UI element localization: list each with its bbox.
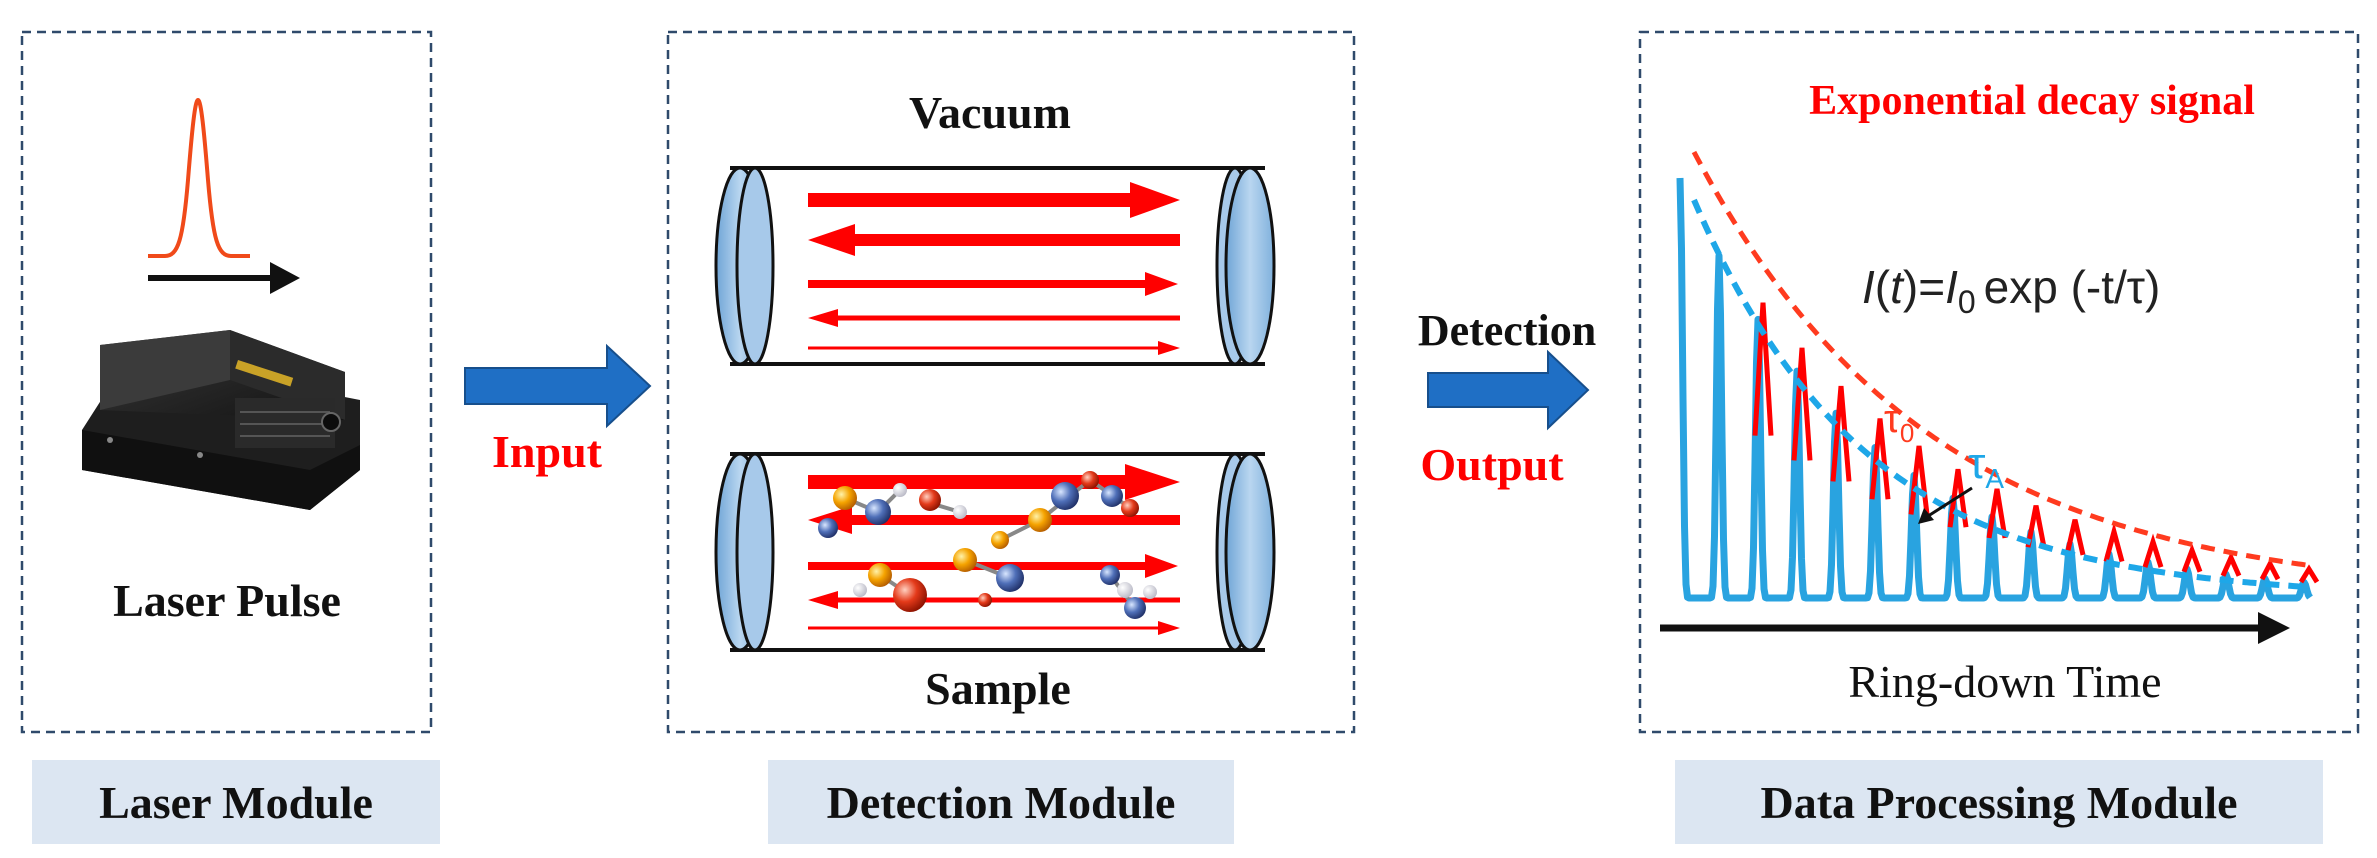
ringdown-time-label: Ring-down Time [1848, 656, 2161, 707]
decay-signal-title: Exponential decay signal [1809, 78, 2255, 124]
tauA-pointer-arrow [1924, 486, 1973, 520]
sample-cavity [714, 452, 1276, 652]
vacuum-cavity [714, 166, 1276, 366]
output-connector: Detection Output [1418, 306, 1596, 490]
output-label: Output [1420, 439, 1564, 490]
processing-module-label-box: Data Processing Module [1675, 760, 2323, 844]
tau0-envelope [1691, 150, 2311, 569]
detection-module-label: Detection Module [827, 777, 1176, 828]
ringdown-red-peaks [1752, 302, 2320, 584]
laser-pulse-title: Laser Pulse [113, 575, 341, 626]
input-arrow [464, 343, 652, 429]
tau0-label: τ0 [1884, 397, 1914, 448]
tauA-envelope [1691, 198, 2311, 591]
processing-module-label: Data Processing Module [1760, 777, 2237, 828]
pulse-direction-arrowhead [270, 262, 300, 294]
laser-module-label: Laser Module [99, 777, 373, 828]
detection-panel-border [666, 30, 1356, 734]
vacuum-label: Vacuum [909, 87, 1071, 138]
detection-module-label-box: Detection Module [768, 760, 1234, 844]
output-arrow [1427, 349, 1590, 431]
tauA-label: τA [1968, 439, 2004, 494]
detection-label: Detection [1418, 306, 1596, 355]
laser-module-label-box: Laser Module [32, 760, 440, 844]
processing-panel-border [1638, 30, 2360, 734]
pulse-shape-icon [148, 97, 250, 258]
laser-device-image [82, 330, 360, 510]
time-axis-arrowhead [2258, 612, 2290, 644]
input-connector: Input [464, 343, 652, 477]
laser-panel: Laser Pulse [20, 30, 433, 734]
input-label: Input [492, 426, 603, 477]
laser-panel-border [20, 30, 433, 734]
sample-label: Sample [925, 663, 1071, 714]
detection-panel: Vacuum [666, 30, 1356, 734]
sample-molecules-image [818, 471, 1157, 619]
ringdown-signal-curve [1676, 177, 2313, 602]
